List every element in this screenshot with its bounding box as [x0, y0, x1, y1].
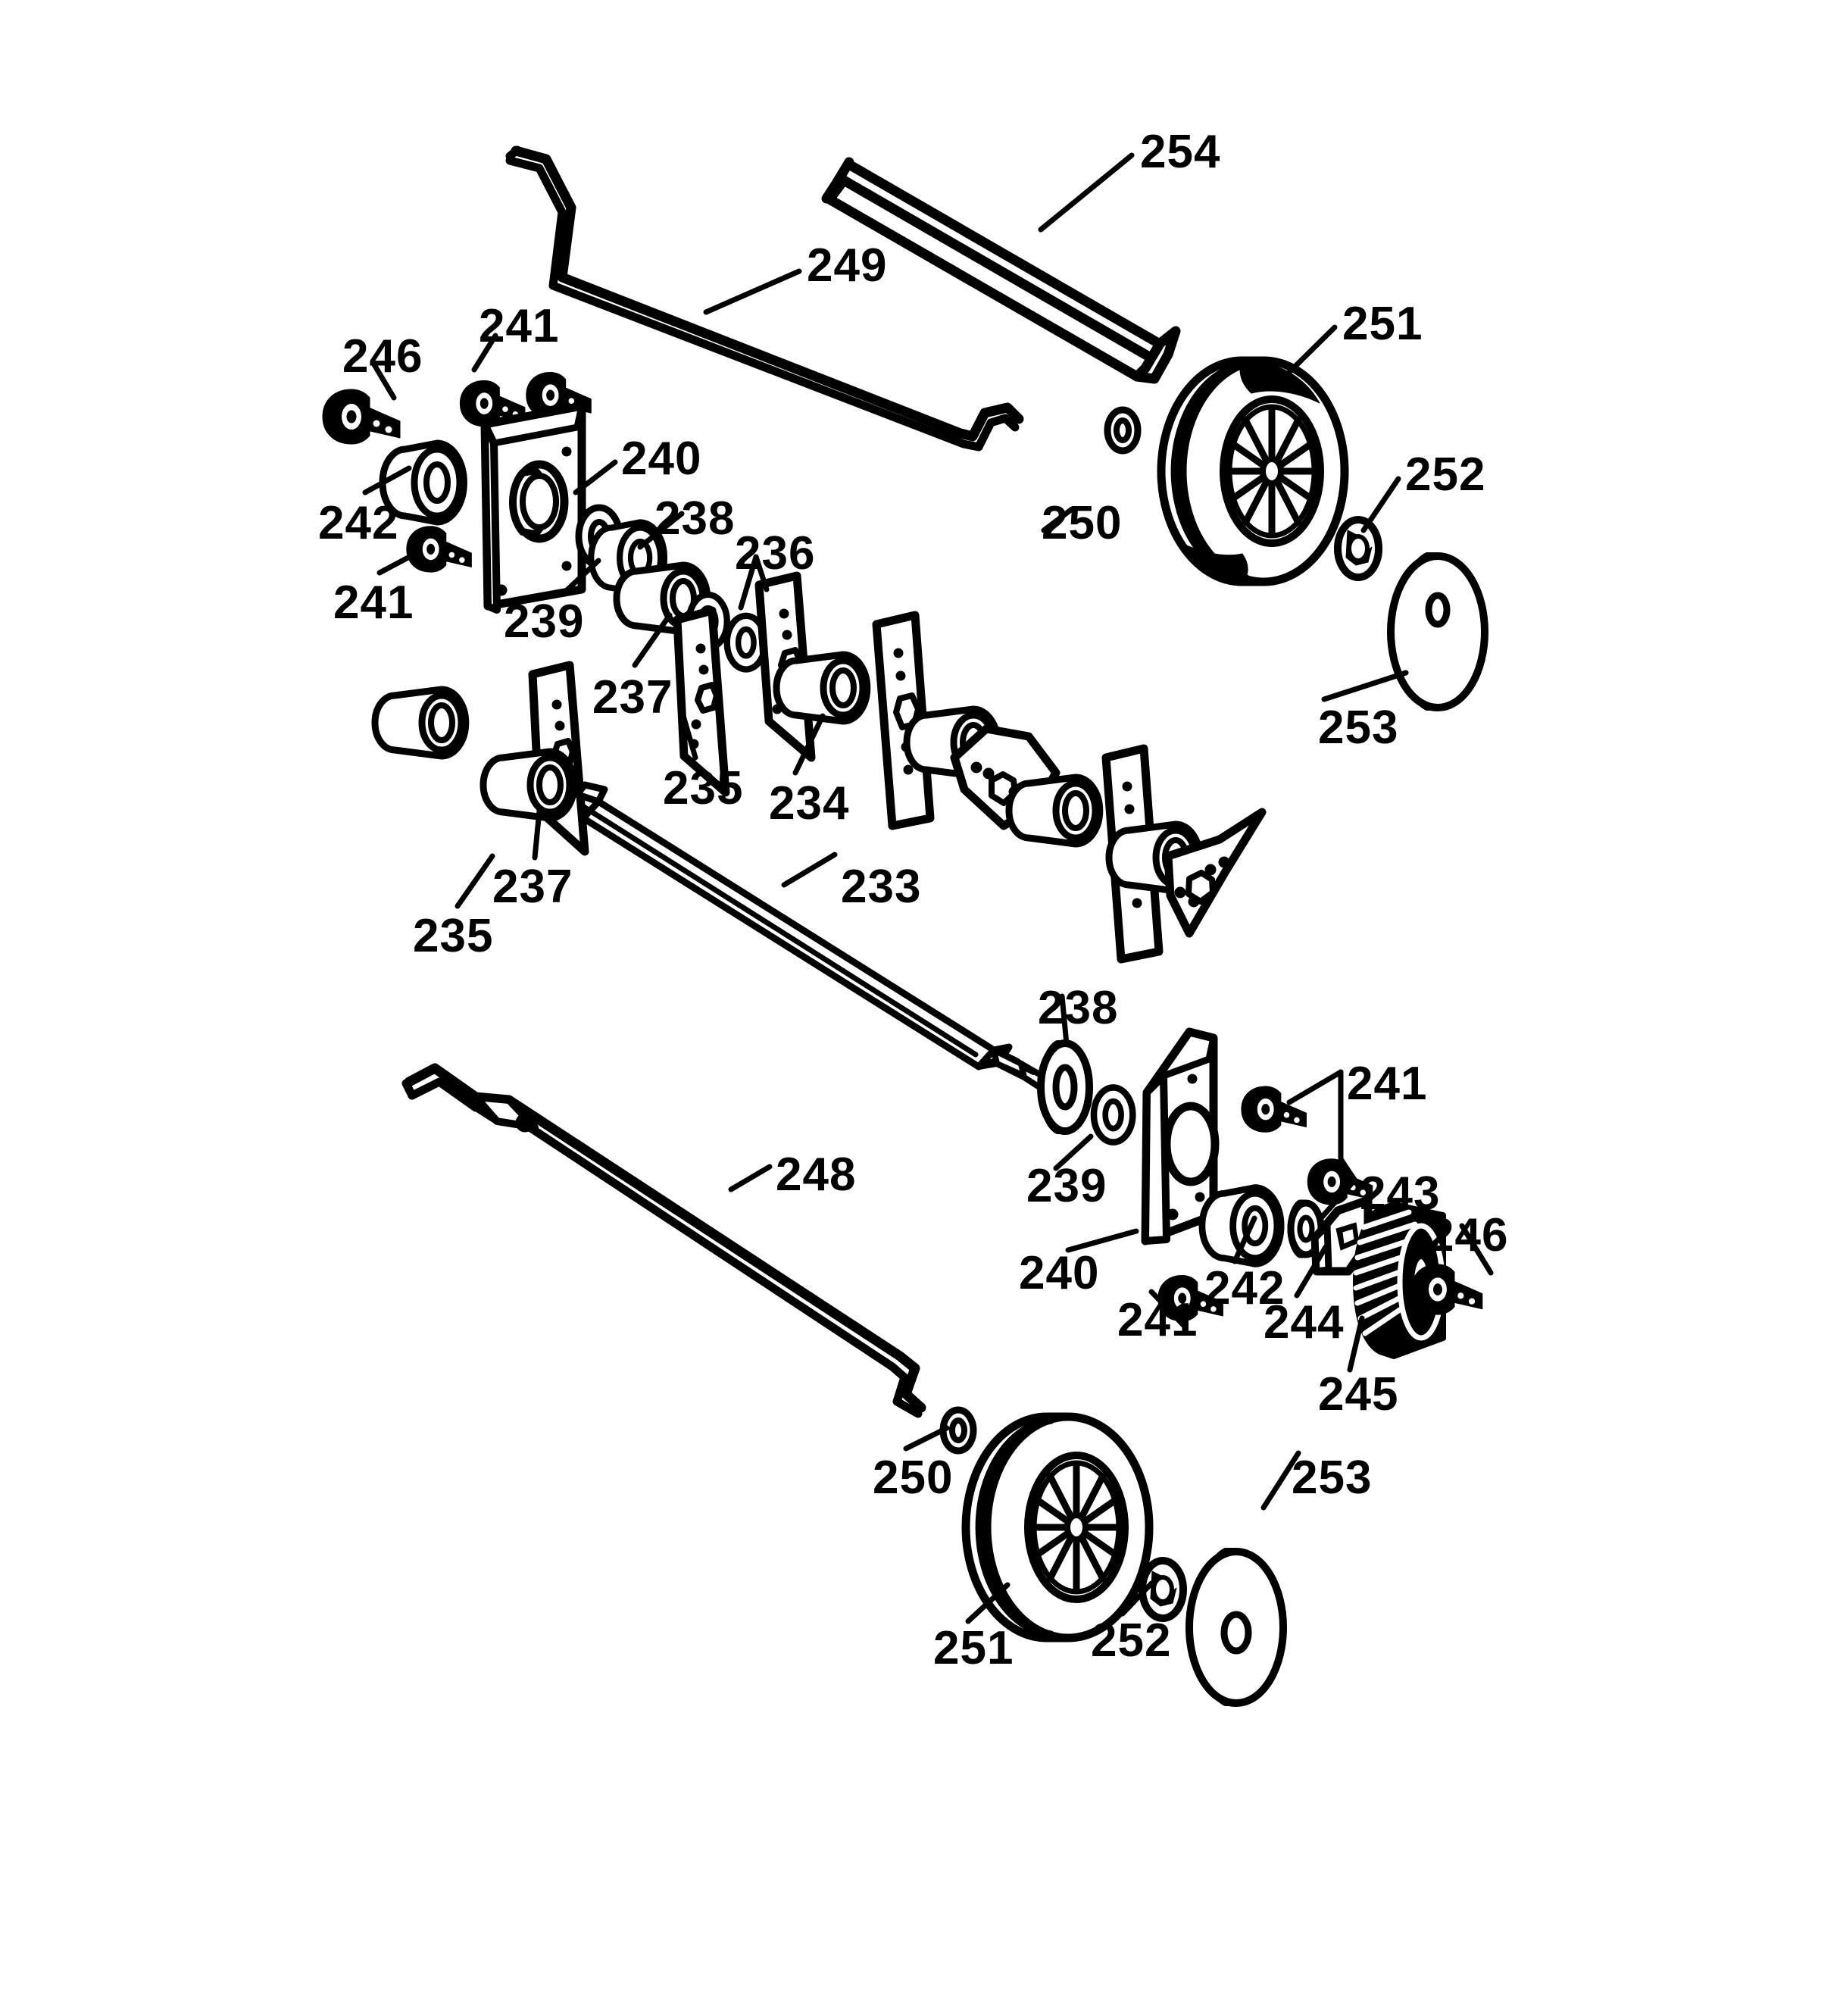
callout-253-upper: 253: [1318, 702, 1399, 754]
callout-236: 236: [735, 527, 816, 580]
callout-241-lower-pair: 241: [1347, 1058, 1428, 1110]
callout-244: 244: [1264, 1296, 1345, 1349]
part-spacer-sleeve-237-left-b: [483, 752, 574, 818]
part-spacer-bushing-234: [776, 655, 867, 721]
callout-250-lower: 250: [873, 1452, 954, 1504]
callout-240-lower: 240: [1019, 1247, 1100, 1299]
part-hub-cap-disc-lower: [1185, 1548, 1287, 1707]
callout-237-upper: 237: [592, 671, 673, 724]
callout-246-upper: 246: [342, 330, 423, 383]
part-thrust-washer-238-lower: [1037, 1039, 1093, 1135]
part-retaining-clip-upper: [1334, 516, 1382, 581]
callout-243: 243: [1360, 1167, 1441, 1220]
part-tine-blade-235-a: [673, 606, 730, 797]
callout-250-upper: 250: [1042, 497, 1123, 549]
callout-238-upper: 238: [654, 492, 736, 545]
part-carriage-bolt-241-lowerleft: [407, 527, 472, 572]
callout-242-lower: 242: [1204, 1262, 1285, 1314]
callout-248: 248: [776, 1149, 857, 1201]
part-hub-cap-disc-upper: [1387, 552, 1488, 711]
callout-252-lower: 252: [1091, 1614, 1172, 1667]
part-side-bracket-plate-upper: [480, 402, 586, 614]
part-carriage-bolt-241-lower-a: [1242, 1086, 1307, 1132]
part-lower-lift-rod: [401, 1063, 926, 1418]
part-shoulder-bolt-246-upper: [323, 389, 400, 444]
callout-241-lowerleft: 241: [333, 577, 414, 629]
part-side-bracket-plate-lower: [1141, 1027, 1220, 1246]
part-reel-shaft: [572, 781, 1053, 1097]
callout-239-upper: 239: [504, 595, 585, 648]
callout-233: 233: [841, 861, 922, 913]
leader-lines: [362, 152, 1494, 1624]
part-scraper-bar: [821, 157, 1181, 384]
part-shoulder-bolt-246-lower: [1411, 1264, 1482, 1314]
part-wheel-tire-lower: [961, 1412, 1154, 1642]
part-spacer-sleeve-mid-2: [1009, 777, 1100, 844]
callout-251-lower: 251: [933, 1622, 1014, 1674]
callout-246-lower: 246: [1428, 1209, 1509, 1261]
callout-252-upper: 252: [1405, 449, 1486, 501]
callout-241-upper: 241: [479, 300, 560, 352]
part-retaining-clip-lower: [1139, 1557, 1187, 1622]
callout-254: 254: [1140, 126, 1221, 178]
callout-235-b: 235: [413, 910, 494, 962]
callout-242-upper: 242: [318, 497, 399, 549]
callout-238-lower: 238: [1038, 982, 1119, 1034]
part-wheel-tire-upper: [1157, 356, 1349, 586]
callout-239-lower: 239: [1026, 1160, 1107, 1212]
part-flat-washer-239-lower: [1094, 1087, 1132, 1142]
callout-251-upper: 251: [1342, 298, 1423, 350]
part-tine-blade-right-end: [1164, 808, 1267, 938]
callout-249: 249: [807, 239, 888, 292]
callout-245: 245: [1318, 1368, 1399, 1421]
callout-237-left: 237: [492, 861, 573, 913]
part-flat-washer-250-upper: [1107, 410, 1138, 451]
part-spacer-sleeve-237-left-a: [375, 689, 466, 756]
callout-235-a: 235: [663, 762, 744, 814]
callout-240-upper: 240: [621, 433, 702, 485]
callout-253-lower: 253: [1292, 1452, 1373, 1504]
callout-234: 234: [769, 777, 850, 830]
part-upper-lift-rod: [505, 145, 1024, 452]
callout-241-lower-c: 241: [1117, 1294, 1198, 1346]
